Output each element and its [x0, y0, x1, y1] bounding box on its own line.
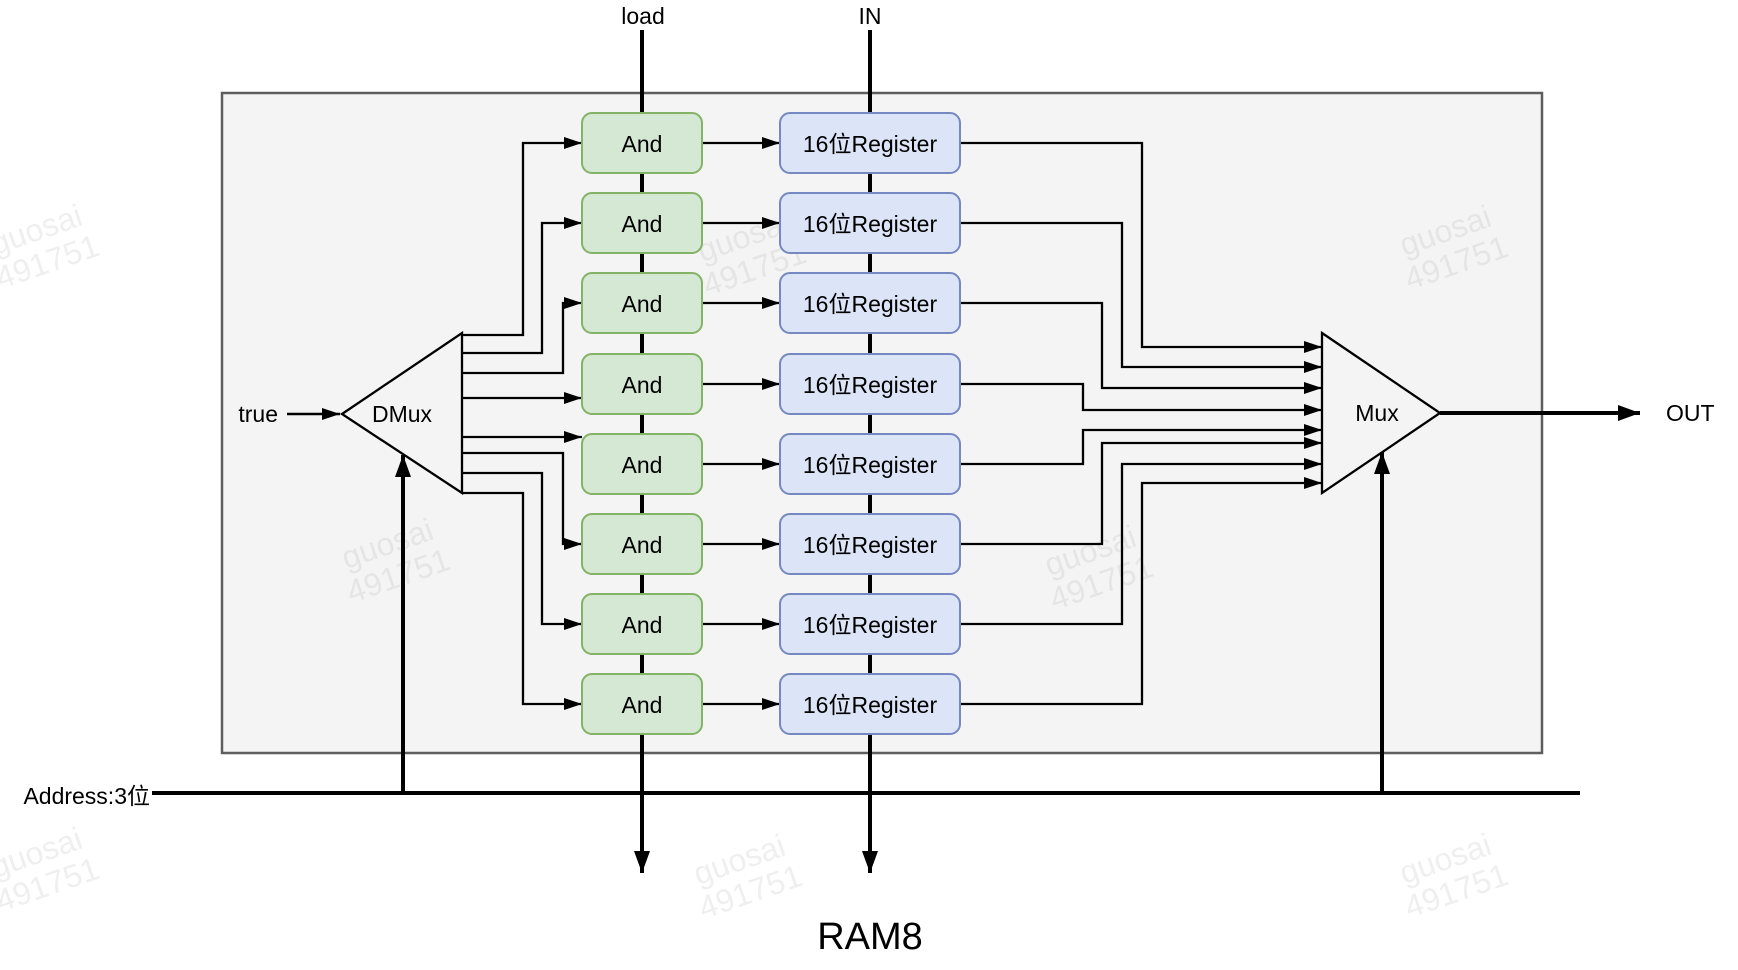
memory-row: And 16位Register: [581, 112, 961, 174]
and-gate-label: And: [622, 291, 663, 317]
ram8-title: RAM8: [817, 916, 923, 958]
dmux-shape: [339, 330, 464, 496]
and-gate: [581, 112, 703, 174]
register: [779, 112, 961, 174]
register-to-mux-wire: [960, 141, 1322, 353]
register-label: 16位Register: [803, 452, 938, 478]
address-label: Address:3位: [23, 783, 150, 809]
and-gate-label: And: [622, 452, 663, 478]
register-to-mux-wire: [960, 458, 1322, 626]
true-label: true: [238, 401, 278, 427]
in-label: IN: [859, 3, 882, 29]
register-to-mux-wire: [960, 437, 1322, 546]
and-gate: [581, 433, 703, 495]
and-gate-label: And: [622, 211, 663, 237]
register: [779, 513, 961, 575]
dmux-to-and-wire: [462, 217, 582, 355]
memory-row: And 16位Register: [581, 673, 961, 735]
register-label: 16位Register: [803, 372, 938, 398]
register: [779, 272, 961, 334]
mux-shape: [1320, 330, 1443, 496]
register: [779, 673, 961, 735]
and-gate-label: And: [622, 612, 663, 638]
out-label: OUT: [1666, 400, 1715, 426]
register-to-mux-wire: [960, 382, 1322, 416]
dmux-to-and-wire: [462, 491, 582, 710]
and-gate-label: And: [622, 131, 663, 157]
and-gate: [581, 192, 703, 254]
register-label: 16位Register: [803, 131, 938, 157]
and-gate: [581, 513, 703, 575]
register: [779, 353, 961, 415]
and-gate-label: And: [622, 532, 663, 558]
register: [779, 593, 961, 655]
load-label: load: [621, 3, 664, 29]
register-label: 16位Register: [803, 211, 938, 237]
register-label: 16位Register: [803, 532, 938, 558]
and-gate: [581, 673, 703, 735]
and-gate-label: And: [622, 692, 663, 718]
dmux-to-and-wire: [462, 471, 582, 630]
register: [779, 433, 961, 495]
dmux-to-and-wire: [462, 297, 582, 375]
memory-row: And 16位Register: [581, 353, 961, 415]
register-to-mux-wire: [960, 301, 1322, 394]
memory-row: And 16位Register: [581, 272, 961, 334]
register-to-mux-wire: [960, 424, 1322, 466]
and-gate: [581, 272, 703, 334]
and-gate: [581, 593, 703, 655]
register: [779, 192, 961, 254]
dmux-label: DMux: [372, 401, 433, 427]
dmux-to-and-wire: [462, 137, 582, 337]
and-gate: [581, 353, 703, 415]
memory-row: And 16位Register: [581, 593, 961, 655]
register-label: 16位Register: [803, 612, 938, 638]
memory-row: And 16位Register: [581, 433, 961, 495]
mux-label: Mux: [1355, 400, 1399, 426]
register-to-mux-wire: [960, 477, 1322, 706]
memory-row: And 16位Register: [581, 192, 961, 254]
dmux-to-and-wire: [462, 451, 582, 550]
register-label: 16位Register: [803, 291, 938, 317]
and-gate-label: And: [622, 372, 663, 398]
register-label: 16位Register: [803, 692, 938, 718]
memory-row: And 16位Register: [581, 513, 961, 575]
register-to-mux-wire: [960, 221, 1322, 373]
